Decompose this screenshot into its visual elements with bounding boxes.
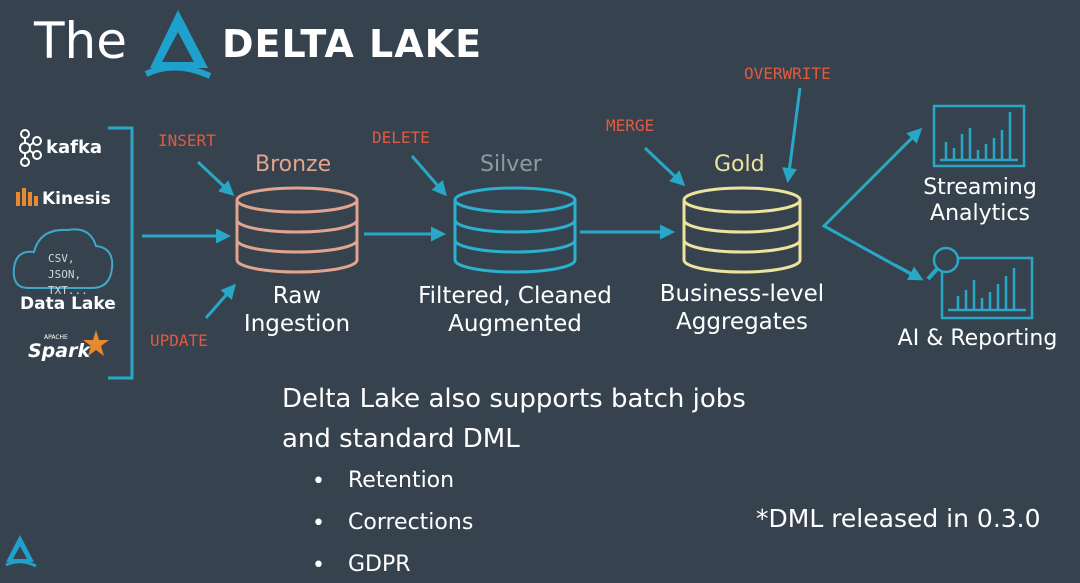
cloud-icon [12, 228, 114, 289]
bullet-corrections: Corrections [348, 510, 474, 535]
flow-arrows [142, 87, 924, 319]
source-kinesis: Kinesis [42, 189, 111, 209]
output-ai: AI & Reporting [897, 326, 1058, 351]
overwrite-arrow [782, 87, 802, 183]
batch-line-1: Delta Lake also supports batch jobs [282, 384, 746, 414]
op-insert: INSERT [158, 131, 216, 150]
streaming-chart-icon [932, 104, 1026, 168]
silver-desc-line1: Filtered, Cleaned [418, 283, 612, 309]
bronze-cylinder [235, 186, 359, 274]
gold-cylinder [682, 186, 802, 274]
silver-desc: Filtered, Cleaned Augmented [410, 282, 620, 338]
gold-desc: Business-level Aggregates [652, 280, 832, 336]
silver-desc-line2: Augmented [448, 311, 582, 337]
kinesis-icon [16, 188, 38, 206]
title-brand: DELTA LAKE [222, 22, 483, 66]
gold-desc-line1: Business-level [659, 281, 825, 307]
batch-line-2: and standard DML [282, 424, 520, 454]
output-streaming-line2: Analytics [930, 201, 1030, 226]
ai-reporting-icon [926, 246, 1034, 320]
source-spark-small: APACHE [44, 334, 68, 341]
op-update: UPDATE [150, 331, 208, 350]
bullet-gdpr: GDPR [348, 552, 411, 577]
title-prefix: The [34, 12, 127, 70]
op-delete: DELETE [372, 128, 430, 147]
op-overwrite: OVERWRITE [744, 64, 831, 83]
kafka-icon [19, 129, 42, 167]
bronze-desc: Raw Ingestion [227, 282, 367, 338]
cloud-line-2: JSON, [48, 268, 82, 281]
delta-small-logo-icon [5, 535, 37, 568]
op-merge: MERGE [606, 116, 655, 135]
silver-cylinder [453, 186, 577, 274]
delete-arrow [410, 155, 447, 197]
output-streaming-line1: Streaming [923, 175, 1037, 200]
tier-silver: Silver [480, 152, 542, 177]
dml-note: *DML released in 0.3.0 [756, 504, 1041, 533]
cloud-line-3: TXT... [48, 284, 88, 297]
to-ai-arrow [894, 263, 924, 281]
merge-arrow [643, 146, 686, 187]
to-streaming-arrow [894, 127, 923, 156]
gold-to-outputs-lines [821, 130, 920, 280]
tier-gold: Gold [714, 152, 765, 177]
bullet-retention: Retention [348, 468, 455, 493]
source-spark: Spark [28, 340, 91, 362]
bullet-dot-2: • [312, 511, 325, 536]
bullet-dot-1: • [312, 469, 325, 494]
cloud-line-1: CSV, [48, 252, 75, 265]
source-kafka: kafka [46, 137, 103, 158]
gold-desc-line2: Aggregates [676, 309, 808, 335]
sources-bracket [108, 126, 134, 380]
spark-icon [83, 330, 109, 356]
delta-logo-icon [144, 10, 212, 79]
source-datalake: Data Lake [20, 294, 116, 314]
bronze-desc-line1: Raw [272, 283, 322, 309]
output-streaming: Streaming Analytics [910, 175, 1050, 227]
update-arrow [204, 283, 236, 319]
bronze-desc-line2: Ingestion [243, 311, 351, 337]
bullet-dot-3: • [312, 553, 325, 578]
insert-arrow [196, 160, 235, 197]
tier-bronze: Bronze [255, 152, 332, 177]
